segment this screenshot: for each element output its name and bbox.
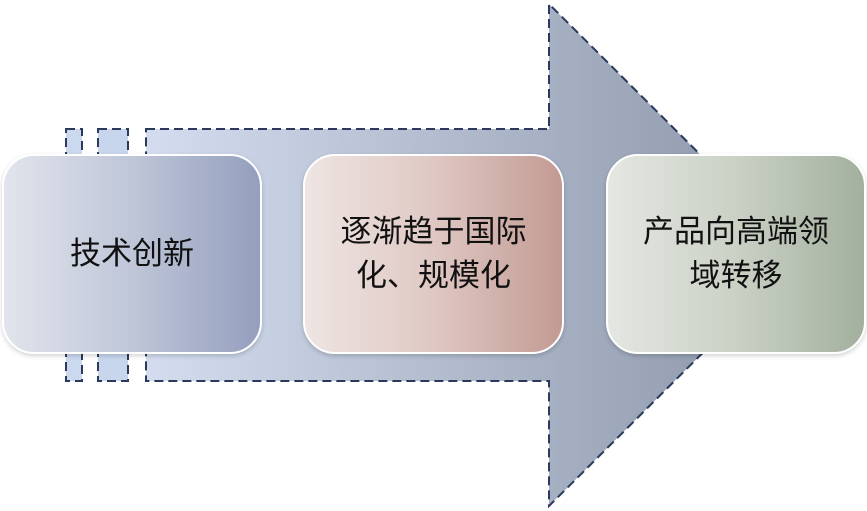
step-label-1: 技术创新 xyxy=(70,236,194,272)
step-box-2: 逐渐趋于国际化、规模化 xyxy=(303,154,564,354)
step-label-3: 产品向高端领域转移 xyxy=(643,214,829,294)
step-label-2: 逐渐趋于国际化、规模化 xyxy=(340,214,527,294)
step-box-1: 技术创新 xyxy=(2,154,262,354)
step-box-3: 产品向高端领域转移 xyxy=(606,154,866,354)
